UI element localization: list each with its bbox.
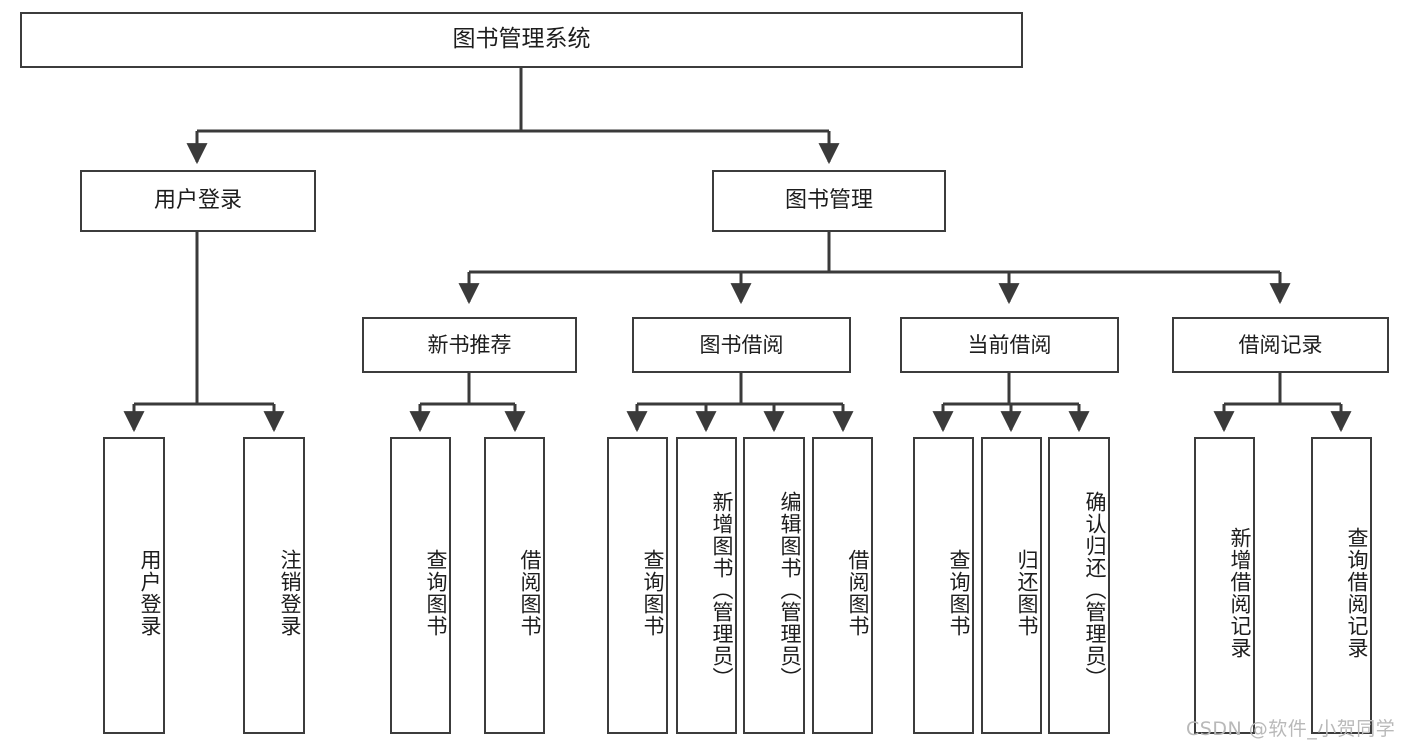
- leaf-return-book[interactable]: 归还图书: [981, 437, 1042, 734]
- leaf-query-book-recommend[interactable]: 查询图书: [390, 437, 451, 734]
- leaf-user-login[interactable]: 用户登录: [103, 437, 165, 734]
- watermark-text: CSDN @软件_小贺同学: [1186, 718, 1396, 740]
- leaf-query-book-current[interactable]: 查询图书: [913, 437, 974, 734]
- leaf-logout[interactable]: 注销登录: [243, 437, 305, 734]
- leaf-borrow-book-recommend[interactable]: 借阅图书: [484, 437, 545, 734]
- node-book-borrow[interactable]: 图书借阅: [632, 317, 851, 373]
- leaf-add-borrow-record[interactable]: 新增借阅记录: [1194, 437, 1255, 734]
- node-current-borrow[interactable]: 当前借阅: [900, 317, 1119, 373]
- leaf-query-borrow-record[interactable]: 查询借阅记录: [1311, 437, 1372, 734]
- leaf-add-book-admin[interactable]: 新增图书（管理员）: [676, 437, 737, 734]
- node-new-book-recommend[interactable]: 新书推荐: [362, 317, 577, 373]
- leaf-edit-book-admin[interactable]: 编辑图书（管理员）: [743, 437, 805, 734]
- node-root[interactable]: 图书管理系统: [20, 12, 1023, 68]
- leaf-query-book-borrow[interactable]: 查询图书: [607, 437, 668, 734]
- node-book-management[interactable]: 图书管理: [712, 170, 946, 232]
- node-borrow-record[interactable]: 借阅记录: [1172, 317, 1389, 373]
- leaf-confirm-return-admin[interactable]: 确认归还（管理员）: [1048, 437, 1110, 734]
- leaf-borrow-book[interactable]: 借阅图书: [812, 437, 873, 734]
- node-user-login[interactable]: 用户登录: [80, 170, 316, 232]
